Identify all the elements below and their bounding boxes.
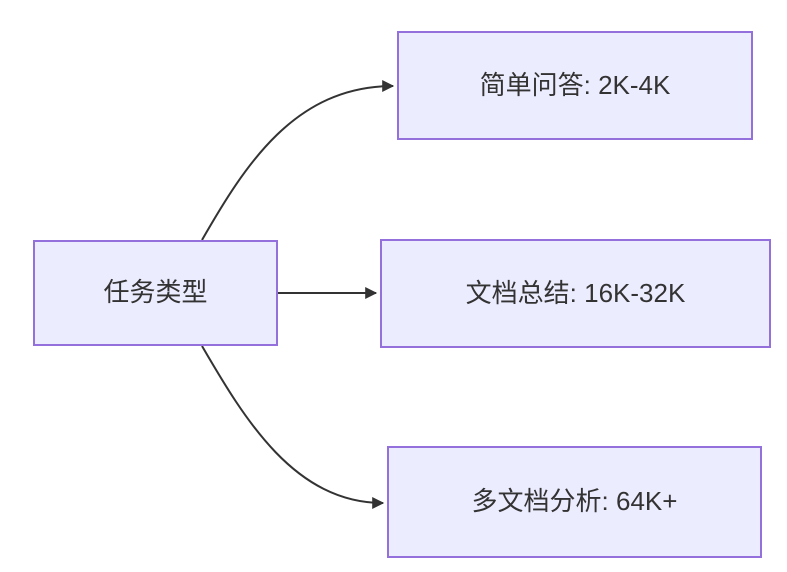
node-simple-qa-label: 简单问答: 2K-4K <box>479 69 671 100</box>
node-doc-summary-label: 文档总结: 16K-32K <box>465 277 686 308</box>
node-task-type: 任务类型 <box>33 240 278 346</box>
node-simple-qa: 简单问答: 2K-4K <box>397 31 753 140</box>
node-multi-doc-analysis: 多文档分析: 64K+ <box>387 446 762 558</box>
edge-task-type-to-simple-qa <box>201 80 395 241</box>
edge-task-type-to-multi-doc-analysis <box>201 345 385 509</box>
node-doc-summary: 文档总结: 16K-32K <box>380 239 771 348</box>
node-multi-doc-analysis-label: 多文档分析: 64K+ <box>471 486 678 517</box>
node-task-type-label: 任务类型 <box>103 277 208 308</box>
